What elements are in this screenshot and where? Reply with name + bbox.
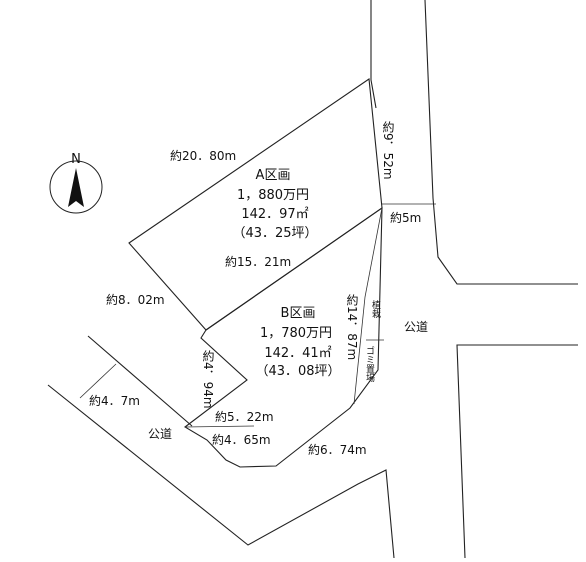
north-arrow-icon: [68, 168, 84, 207]
dim-right-bottom-vertical: 約14．87m: [345, 293, 359, 361]
road-right-upper-right-edge: [424, 0, 578, 285]
lot-a-area-tsubo: （43．25坪）: [232, 226, 317, 241]
road-bottom-edge: [47, 384, 395, 559]
lot-a-info: A区画 1，880万円 142．97㎡ （43．25坪）: [232, 168, 317, 241]
lot-a-price: 1，880万円: [237, 188, 309, 203]
dim-middle-divider: 約15．21m: [225, 254, 291, 269]
lot-a-outline: [128, 78, 383, 331]
lot-b-name: B区画: [281, 306, 316, 321]
north-letter: N: [71, 152, 81, 167]
dim-notch-bottom: 約5．22m: [215, 409, 274, 424]
road-right-upper-left-edge: [370, 0, 377, 109]
dim-road-width-left: 約4．7m: [89, 393, 140, 408]
road-right-lower-edge: [456, 344, 578, 559]
dim-right-top-vertical: 約9．52m: [381, 120, 395, 180]
trash-area-label: ゴミ置場: [364, 345, 375, 383]
north-circle-icon: [49, 160, 103, 214]
dim-front-lower: 約4．65m: [212, 432, 271, 447]
public-road-right-label: 公道: [404, 320, 428, 334]
lot-b-area-tsubo: （43．08坪）: [255, 364, 340, 379]
lot-a-area-m2: 142．97㎡: [241, 207, 308, 222]
lot-b-info: B区画 1，780万円 142．41㎡ （43．08坪）: [255, 306, 340, 379]
lot-outlines: [128, 78, 384, 468]
lot-b-outline: [184, 206, 383, 468]
road-left-outer-edge: [87, 335, 193, 427]
dim-bottom-edge: 約6．74m: [308, 442, 367, 457]
dim-top-edge: 約20．80m: [170, 148, 236, 163]
planting-strip-lines: [353, 207, 383, 405]
road-lines: [47, 0, 578, 559]
dim-left-edge: 約8．02m: [106, 292, 165, 307]
front-inner-line: [184, 425, 255, 428]
planting-label: 植栽: [370, 299, 381, 318]
dim-notch-vertical: 約4．94m: [201, 349, 215, 409]
lot-a-name: A区画: [256, 168, 291, 183]
lot-b-price: 1，780万円: [260, 326, 332, 341]
lot-b-area-m2: 142．41㎡: [264, 346, 331, 361]
public-road-left-label: 公道: [148, 427, 172, 441]
road-width-left-arrow: [79, 363, 117, 399]
dim-road-width-right: 約5m: [390, 210, 421, 225]
north-arrow: N: [49, 152, 103, 214]
